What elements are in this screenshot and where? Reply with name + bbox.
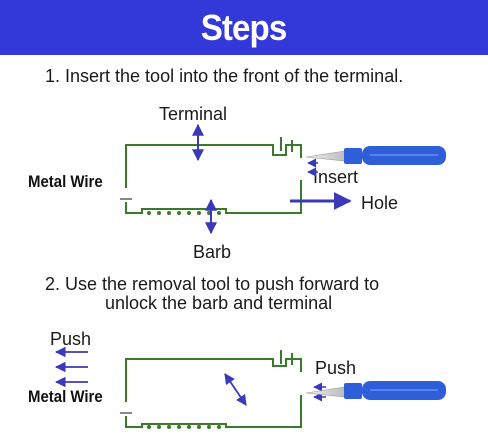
removal-tool-1 <box>305 146 446 165</box>
insert-label: Insert <box>313 167 359 187</box>
terminal-outline-1 <box>125 137 302 214</box>
barb-label: Barb <box>193 242 232 262</box>
insert-guide-arrows <box>307 158 318 177</box>
diagonal-arrow <box>224 373 247 406</box>
hole-label: Hole <box>361 193 399 213</box>
step1-instruction: 1. Insert the tool into the front of the… <box>45 66 404 86</box>
push-left-arrows <box>54 346 88 388</box>
barb-dots-2 <box>147 425 221 429</box>
terminal-label: Terminal <box>159 104 228 124</box>
step2-instruction-line1: 2. Use the removal tool to push forward … <box>45 274 380 294</box>
removal-tool-2 <box>305 381 446 400</box>
metal-wire-label-2: Metal Wire <box>28 387 103 406</box>
header-banner: Steps <box>0 0 488 55</box>
push-left-label: Push <box>50 329 92 349</box>
metal-wire-label-1: Metal Wire <box>28 172 103 191</box>
terminal-outline-2 <box>125 350 302 428</box>
step2-instruction-line2: unlock the barb and terminal <box>105 293 333 313</box>
push-right-label: Push <box>315 358 357 378</box>
page-title: Steps <box>201 6 288 48</box>
push-right-arrows <box>313 382 326 402</box>
barb-dots-1 <box>147 211 221 215</box>
